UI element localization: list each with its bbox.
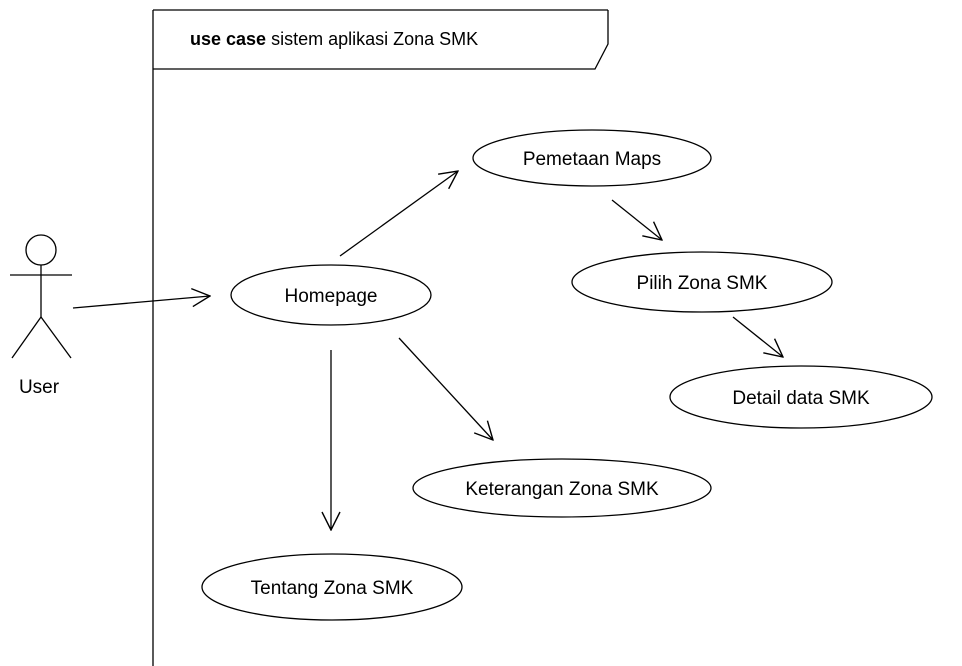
use-case-homepage-label: Homepage: [285, 286, 378, 307]
use-case-detail-data-smk-label: Detail data SMK: [732, 388, 870, 409]
use-case-detail-data-smk: Detail data SMK: [669, 365, 933, 429]
use-case-keterangan-zona-smk-label: Keterangan Zona SMK: [465, 479, 659, 500]
actor-left-leg: [11, 316, 42, 359]
actor-head: [25, 234, 57, 266]
use-case-pilih-zona-smk-label: Pilih Zona SMK: [637, 273, 768, 294]
arrow-user-to-homepage: [72, 296, 210, 309]
arrow-pilih-to-detail: [732, 316, 783, 357]
use-case-pilih-zona-smk: Pilih Zona SMK: [571, 251, 833, 313]
use-case-tentang-zona-smk: Tentang Zona SMK: [201, 553, 463, 621]
use-case-homepage: Homepage: [230, 264, 432, 326]
actor-user: [10, 234, 72, 359]
use-case-keterangan-zona-smk: Keterangan Zona SMK: [412, 458, 712, 518]
arrow-homepage-to-pemetaan: [339, 171, 458, 257]
arrow-pemetaan-to-pilih: [611, 199, 662, 240]
use-case-pemetaan-maps: Pemetaan Maps: [472, 129, 712, 187]
actor-label: User: [19, 377, 60, 398]
frame-title: use case sistem aplikasi Zona SMK: [190, 29, 478, 49]
actor-right-leg: [40, 316, 72, 359]
frame-title-keyword: use case: [190, 29, 266, 49]
use-case-tentang-zona-smk-label: Tentang Zona SMK: [251, 578, 414, 599]
use-case-pemetaan-maps-label: Pemetaan Maps: [523, 149, 661, 170]
system-frame: use case sistem aplikasi Zona SMK: [152, 9, 609, 666]
arrow-homepage-to-keterangan: [398, 337, 493, 440]
frame-title-name: sistem aplikasi Zona SMK: [271, 29, 478, 49]
